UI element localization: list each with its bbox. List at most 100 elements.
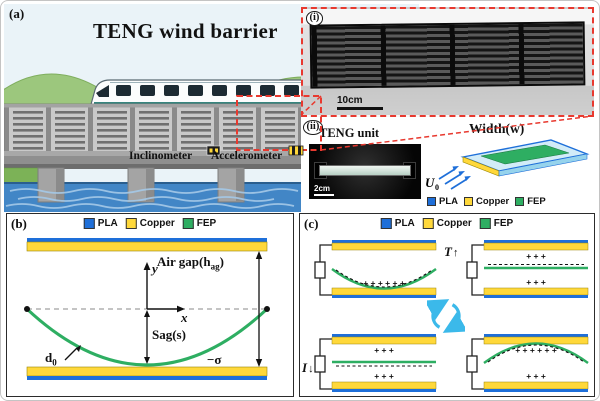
pla-label: PLA xyxy=(97,218,118,229)
water-line xyxy=(4,182,419,184)
t-arrow: ↑ xyxy=(452,247,459,259)
legend-panel-c: PLA Copper FEP xyxy=(380,218,514,229)
waves xyxy=(5,188,299,209)
right-anchor xyxy=(264,306,270,312)
air-gap-label: Air gap(hag) xyxy=(157,254,224,272)
d0-arrow xyxy=(64,347,78,361)
sag-schematic: y x Sag(s) −σ xyxy=(24,238,270,380)
teng-unit-schematic: U 0 xyxy=(425,139,590,192)
unit-body xyxy=(319,165,411,176)
teng-state-press-down: + + + + + + xyxy=(314,334,437,392)
scale-10cm-text: 10cm xyxy=(337,94,363,106)
copper-top xyxy=(26,241,268,252)
load-resistor xyxy=(466,355,478,373)
legend-item-fep: FEP xyxy=(515,196,546,207)
bottom-charges: + + + xyxy=(526,277,546,287)
teng-state-contact-top: + + + + + + + + + xyxy=(466,334,589,392)
scale-2cm-bar xyxy=(314,194,334,196)
panel-b: (b) PLA Copper FEP y x xyxy=(6,213,294,397)
inset-ii: (ii) TENG unit 2cm Width(w) U 0 xyxy=(301,117,595,212)
cycle-arrows-icon xyxy=(427,299,465,333)
legend-item-pla: PLA xyxy=(427,196,458,207)
pla-label: PLA xyxy=(439,196,458,207)
fep-membrane xyxy=(483,342,589,364)
pla-top xyxy=(332,334,436,337)
fep-swatch xyxy=(182,218,194,229)
scale-2cm-text: 2cm xyxy=(314,184,331,193)
negative-charge-line xyxy=(487,344,585,363)
fep-membrane xyxy=(25,307,269,367)
panel-a-label: (a) xyxy=(9,6,25,21)
pla-bottom xyxy=(27,376,267,380)
fep-swatch xyxy=(515,197,525,206)
copper-label: Copper xyxy=(476,196,510,207)
fep-membrane xyxy=(331,268,437,290)
bottom-charges: + + + xyxy=(374,371,394,381)
air-gap-close: ) xyxy=(219,254,224,269)
legend-item-fep: FEP xyxy=(182,218,217,229)
panel-c-label: (c) xyxy=(304,216,319,231)
t-label: T xyxy=(444,244,452,259)
pla-bottom xyxy=(332,295,436,298)
copper-label: Copper xyxy=(139,218,175,229)
load-resistor xyxy=(314,355,326,373)
pla-label: PLA xyxy=(394,218,415,229)
pla-top xyxy=(27,238,267,242)
pla-bottom xyxy=(484,295,588,298)
teng-unit-photo: 2cm xyxy=(309,144,421,199)
copper-swatch xyxy=(464,197,473,206)
load-resistor xyxy=(466,261,478,279)
wall-top-rail xyxy=(4,104,419,108)
legend-item-pla: PLA xyxy=(83,218,118,229)
d0-symbol: d xyxy=(45,350,53,365)
scale-10cm-bar xyxy=(337,106,383,110)
top-charges: + + + xyxy=(374,345,394,355)
copper-bottom xyxy=(483,381,589,390)
copper-bottom xyxy=(483,287,589,296)
legend-item-copper: Copper xyxy=(125,218,175,229)
copper-swatch xyxy=(422,218,434,229)
top-charges: + + + xyxy=(526,251,546,261)
u0-symbol: U xyxy=(425,175,435,190)
sag-label: Sag(s) xyxy=(152,327,186,342)
legend-item-copper: Copper xyxy=(464,196,509,207)
i-label: I xyxy=(302,360,308,375)
panel-b-label: (b) xyxy=(11,216,27,231)
top-charges: + + + + + + xyxy=(515,345,557,355)
copper-top xyxy=(331,242,437,251)
u0-arrows xyxy=(438,166,471,190)
teng-state-release-up: + + + + + + xyxy=(466,240,589,298)
t-label-group: T↑ xyxy=(444,244,458,260)
d0-sub: 0 xyxy=(52,357,57,368)
copper-label: Copper xyxy=(436,218,472,229)
fep-label: FEP xyxy=(527,196,546,207)
copper-bottom xyxy=(331,381,437,390)
pla-top xyxy=(484,334,588,337)
legend-item-fep: FEP xyxy=(479,218,514,229)
copper-top xyxy=(483,242,589,251)
accelerometer-label: Accelerometer xyxy=(211,150,283,162)
pla-top xyxy=(332,240,436,243)
scale-10cm: 10cm xyxy=(337,94,383,110)
pla-edge xyxy=(498,153,588,177)
i-label-group: I↓ xyxy=(302,360,314,376)
inset-i: (i) 10cm xyxy=(301,7,594,117)
x-axis-label: x xyxy=(180,310,188,325)
air-gap-sub: ag xyxy=(210,261,220,272)
bridge-deck xyxy=(4,156,419,166)
panel-c: (c) PLA Copper FEP + + + + + + xyxy=(299,213,595,397)
fep-label: FEP xyxy=(493,218,514,229)
teng-state-contact-bottom: + + + + + + xyxy=(314,240,437,298)
negative-charge-line xyxy=(335,269,433,288)
copper-swatch xyxy=(125,218,137,229)
figure-title: TENG wind barrier xyxy=(93,19,278,43)
left-anchor xyxy=(24,306,30,312)
pla-swatch xyxy=(380,218,392,229)
fep-swatch xyxy=(479,218,491,229)
legend-panel-b: PLA Copper FEP xyxy=(83,218,217,229)
fep-label: FEP xyxy=(196,218,217,229)
pla-swatch xyxy=(427,197,436,206)
deck-edge xyxy=(4,164,419,169)
i-arrow: ↓ xyxy=(308,363,314,375)
